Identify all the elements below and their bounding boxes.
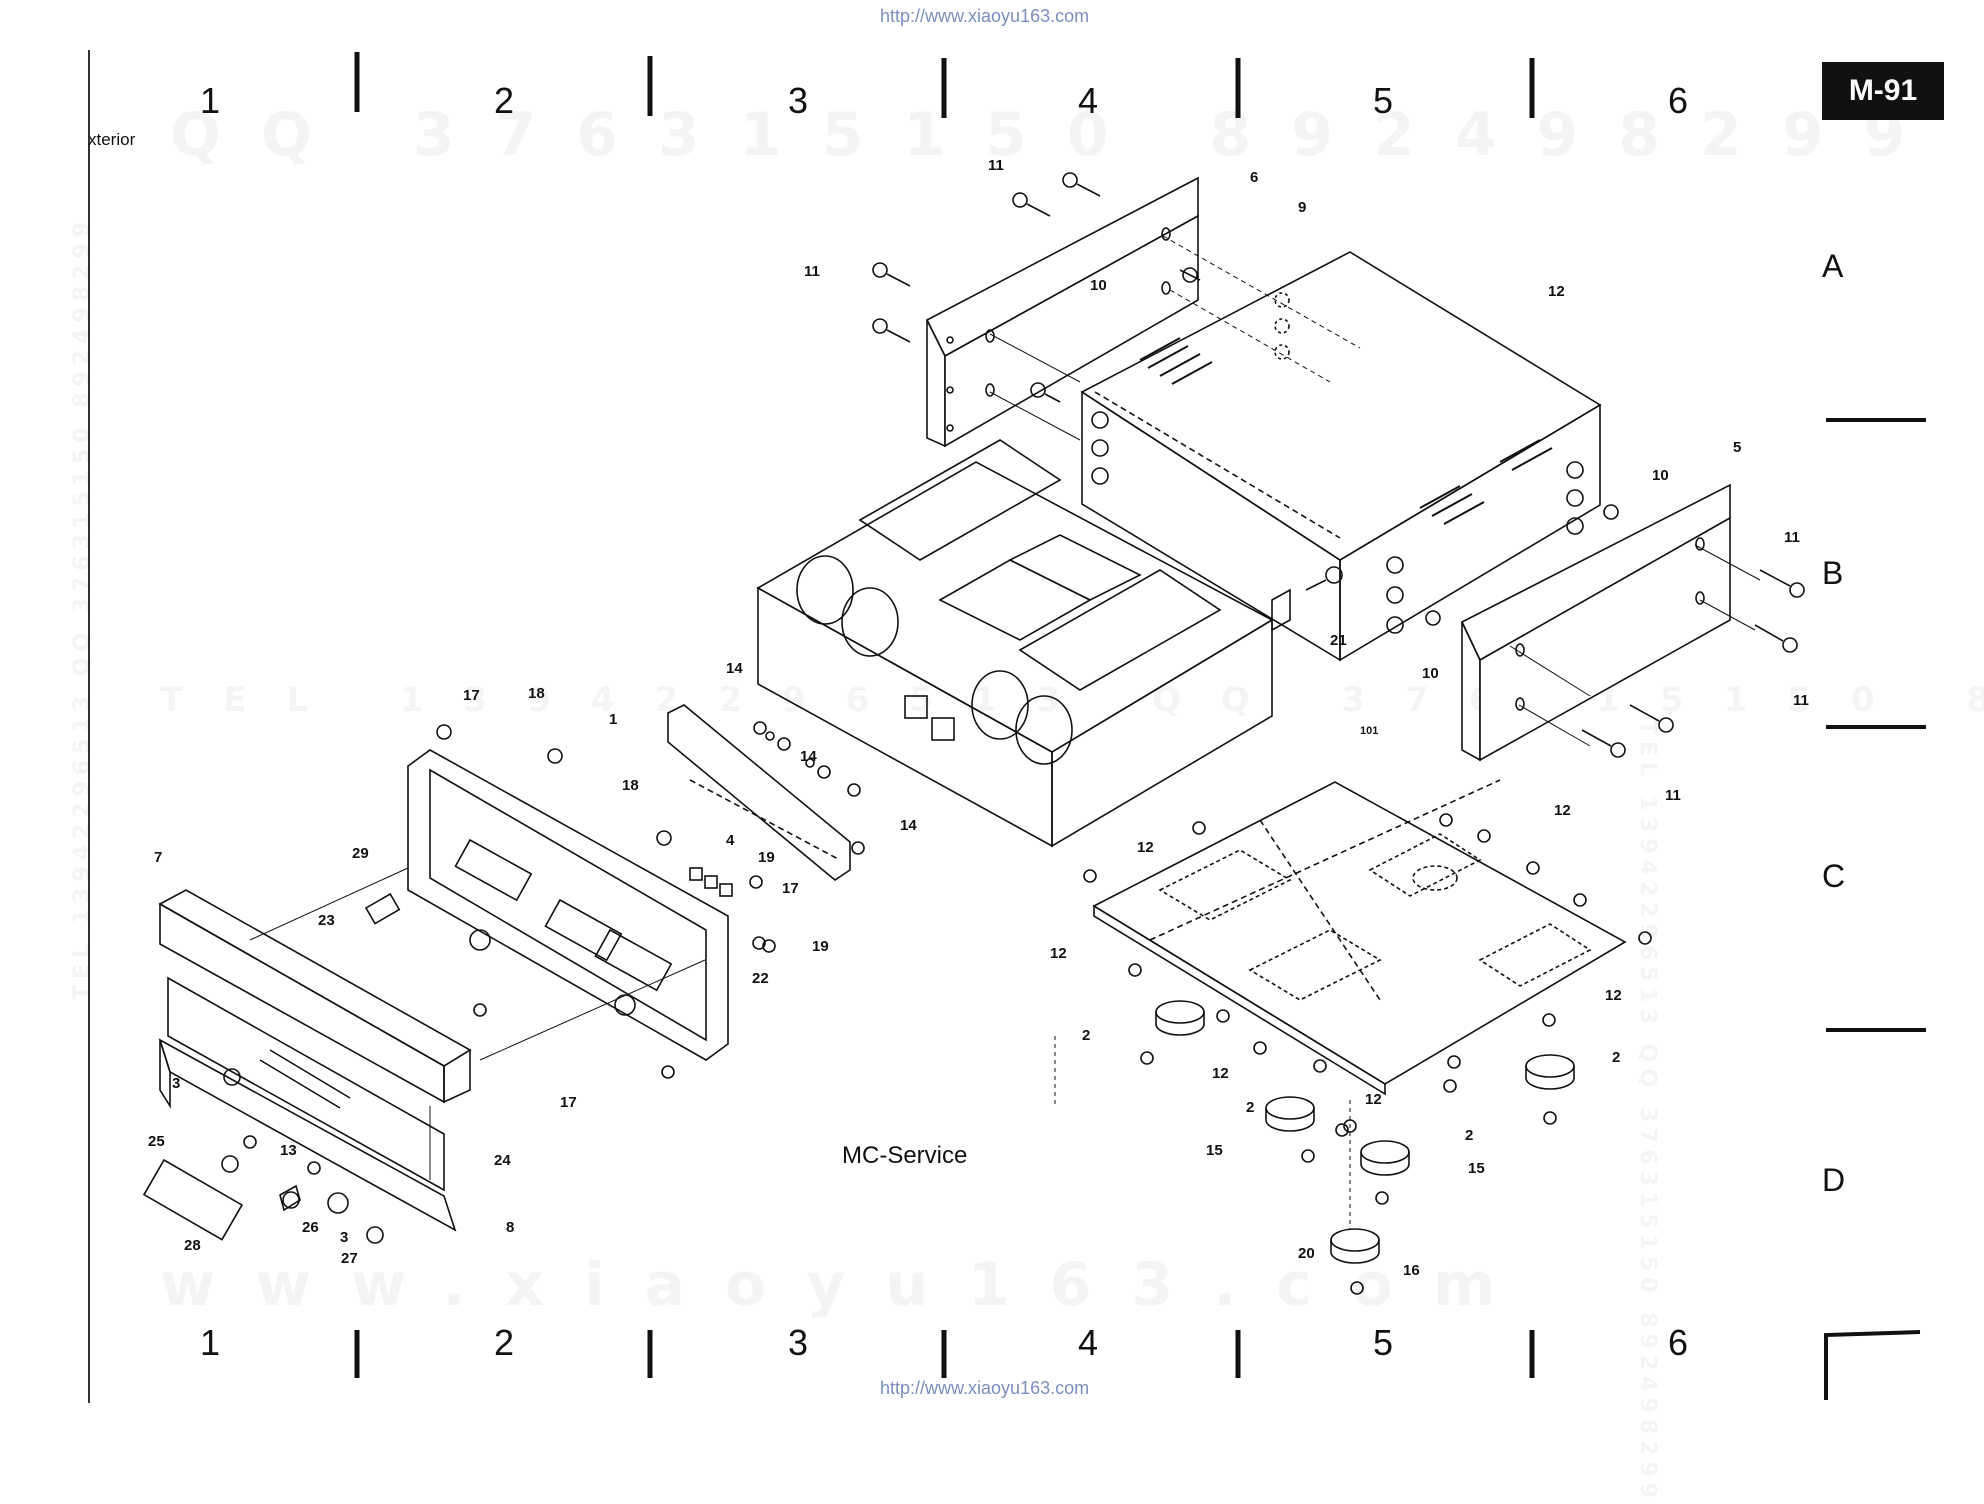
callout-number: 5 xyxy=(1733,439,1741,456)
callout-number: 14 xyxy=(800,748,817,765)
callout-number: 18 xyxy=(622,777,639,794)
callout-number: 7 xyxy=(154,849,162,866)
column-number-bottom: 5 xyxy=(1373,1322,1394,1363)
callout-number: 3 xyxy=(172,1075,180,1092)
column-number-bottom: 3 xyxy=(788,1322,809,1363)
side-panel-left xyxy=(925,176,1199,448)
exploded-view-diagram: 6 9 11 11 10 12 10 5 11 11 11 21 10 14 1… xyxy=(142,52,1926,1400)
callout-number: 19 xyxy=(812,938,829,955)
callout-number: 17 xyxy=(560,1094,577,1111)
section-label: xterior xyxy=(88,130,136,149)
callout-number: 12 xyxy=(1554,802,1571,819)
callout-number: 14 xyxy=(726,660,743,677)
callout-number: 8 xyxy=(506,1219,514,1236)
callout-number: 101 xyxy=(1360,725,1378,737)
callout-number: 1 xyxy=(609,711,617,728)
callout-number: 9 xyxy=(1298,199,1306,216)
callout-number: 17 xyxy=(782,880,799,897)
callout-labels: 6 9 11 11 10 12 10 5 11 11 11 21 10 14 1… xyxy=(148,157,1809,1279)
callout-number: 16 xyxy=(1403,1262,1420,1279)
callout-number: 17 xyxy=(463,687,480,704)
callout-number: 4 xyxy=(726,832,735,849)
callout-number: 14 xyxy=(900,817,917,834)
callout-number: 10 xyxy=(1652,467,1669,484)
callout-number: 12 xyxy=(1548,283,1565,300)
leader-lines xyxy=(249,235,1761,1230)
callout-number: 12 xyxy=(1605,987,1622,1004)
callout-number: 11 xyxy=(1665,787,1681,804)
callout-number: 12 xyxy=(1050,945,1067,962)
callout-number: 2 xyxy=(1465,1127,1473,1144)
callout-number: 24 xyxy=(494,1152,511,1169)
watermark-bottom: www.xiaoyu163.com xyxy=(160,1250,1535,1320)
callout-number: 18 xyxy=(528,685,545,702)
callout-number: 29 xyxy=(352,845,369,862)
callout-number: 27 xyxy=(341,1250,358,1267)
callout-number: 13 xyxy=(280,1142,297,1159)
callout-number: 10 xyxy=(1422,665,1439,682)
column-number-top: 6 xyxy=(1668,80,1689,121)
rear-panel xyxy=(667,704,851,881)
model-badge: M-91 xyxy=(1822,62,1944,120)
callout-number: 20 xyxy=(1298,1245,1315,1262)
column-number-top: 5 xyxy=(1373,80,1394,121)
column-number-bottom: 1 xyxy=(200,1322,221,1363)
callout-number: 3 xyxy=(340,1229,348,1246)
callout-number: 11 xyxy=(1793,692,1809,709)
row-letter: B xyxy=(1822,555,1844,591)
row-letter: C xyxy=(1822,858,1846,894)
callout-number: 19 xyxy=(758,849,775,866)
callout-number: 23 xyxy=(318,912,335,929)
bottom-plate xyxy=(1092,779,1627,1096)
watermark-middle: TEL 13942296513 QQ 376315150 892498299 xyxy=(160,680,1984,720)
credit-label: MC-Service xyxy=(842,1142,968,1169)
watermark-top: QQ 376315150 892498299 xyxy=(170,100,1945,170)
front-glass xyxy=(167,976,445,1192)
callout-number: 11 xyxy=(1784,529,1800,546)
callout-number: 25 xyxy=(148,1133,165,1150)
callout-number: 28 xyxy=(184,1237,201,1254)
front-panel-top xyxy=(158,889,472,1104)
column-number-top: 3 xyxy=(788,80,809,121)
callout-number: 12 xyxy=(1365,1091,1382,1108)
callout-number: 15 xyxy=(1468,1160,1485,1177)
callout-number: 22 xyxy=(752,970,769,987)
callout-number: 2 xyxy=(1246,1099,1254,1116)
screws xyxy=(221,172,1805,1295)
source-url-top[interactable]: http://www.xiaoyu163.com xyxy=(880,6,1090,26)
column-number-bottom: 2 xyxy=(494,1322,515,1363)
side-panel-right xyxy=(1460,483,1731,762)
callout-number: 21 xyxy=(1330,632,1347,649)
column-number-top: 1 xyxy=(200,80,221,121)
front-subpanel xyxy=(407,749,729,1061)
chassis xyxy=(756,439,1291,848)
callout-number: 2 xyxy=(1612,1049,1620,1066)
row-letter: D xyxy=(1822,1162,1846,1198)
callout-number: 2 xyxy=(1082,1027,1090,1044)
feet xyxy=(1155,1000,1575,1264)
column-number-top: 2 xyxy=(494,80,515,121)
column-number-bottom: 4 xyxy=(1078,1322,1099,1363)
callout-number: 12 xyxy=(1212,1065,1229,1082)
callout-number: 6 xyxy=(1250,169,1258,186)
callout-number: 10 xyxy=(1090,277,1107,294)
callout-number: 11 xyxy=(988,157,1004,174)
source-url-bottom[interactable]: http://www.xiaoyu163.com xyxy=(880,1378,1090,1398)
column-number-top: 4 xyxy=(1078,80,1099,121)
row-letter: A xyxy=(1822,248,1844,284)
column-number-bottom: 6 xyxy=(1668,1322,1689,1363)
left-margin-line xyxy=(88,50,90,1403)
row-divider-marks xyxy=(1824,418,1926,1400)
top-cover xyxy=(1080,251,1602,662)
callout-number: 26 xyxy=(302,1219,319,1236)
front-bottom-trim xyxy=(142,1038,457,1241)
callout-number: 15 xyxy=(1206,1142,1223,1159)
callout-number: 12 xyxy=(1137,839,1154,856)
callout-number: 11 xyxy=(804,263,820,280)
grid-ticks xyxy=(354,52,1535,1378)
